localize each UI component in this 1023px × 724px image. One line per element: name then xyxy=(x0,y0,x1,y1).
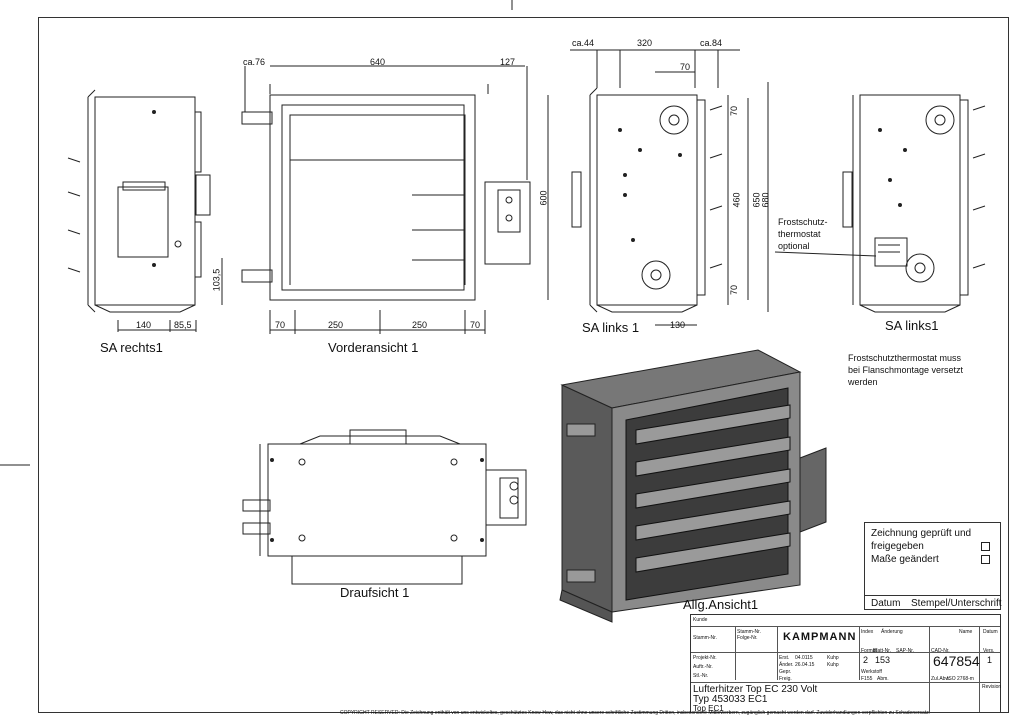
dim-250: 250 xyxy=(328,320,344,330)
tb-gepr: Gepr. xyxy=(779,669,792,675)
tb-cad-label: CAD-Nr. xyxy=(931,648,950,654)
view-label-sa-rechts: SA rechts1 xyxy=(100,340,163,355)
dim-70-top: 70 xyxy=(680,62,691,72)
frostschutz-callout: Frostschutz- thermostat optional xyxy=(778,217,828,251)
approved-checkbox[interactable] xyxy=(981,542,990,551)
tb-freig: Freig. xyxy=(779,676,792,682)
tb-sap-label: SAP-Nr. xyxy=(896,648,915,654)
dim-130: 130 xyxy=(670,320,686,330)
dim-70-b: 70 xyxy=(729,284,740,296)
approval-line2: freigegeben xyxy=(871,541,924,552)
tb-vers-label: Vers. xyxy=(983,648,995,654)
dim-140: 140 xyxy=(136,320,152,330)
tb-aenderung: Änderung xyxy=(881,629,903,635)
title-line-1: Lufterhitzer Top EC 230 Volt xyxy=(693,684,818,695)
tb-format-label: Format xyxy=(861,648,877,654)
vorderansicht-view xyxy=(241,65,549,334)
tb-stamm2: Stamm-Nr. xyxy=(737,629,761,635)
tb-revision-label: Revision xyxy=(982,684,1002,690)
tb-revision: 1 xyxy=(987,655,993,665)
view-label-draufsicht: Draufsicht 1 xyxy=(340,585,410,600)
dim-ca76: ca.76 xyxy=(243,57,266,67)
allg-ansicht-view xyxy=(559,349,827,623)
tb-stl: Stl.-Nr. xyxy=(693,673,709,679)
dim-127: 127 xyxy=(500,57,516,67)
view-label-sa-links: SA links 1 xyxy=(582,320,640,335)
tb-datum: Datum xyxy=(983,629,998,635)
tb-sheet: 2 xyxy=(863,655,869,665)
dim-70-c: 70 xyxy=(275,320,286,330)
tb-name-2: Kuhp xyxy=(827,662,839,668)
tb-format: 153 xyxy=(875,655,891,665)
tb-stamm: Stamm-Nr. xyxy=(693,635,717,641)
dim-103-5: 103,5 xyxy=(211,268,222,292)
dim-ca84: ca.84 xyxy=(700,38,723,48)
tb-werkstoff: Werkstoff xyxy=(861,669,882,675)
view-label-vorderansicht: Vorderansicht 1 xyxy=(328,340,419,355)
tb-projekt: Projekt-Nr. xyxy=(693,655,717,661)
tb-folge: Folge-Nr. xyxy=(737,635,758,641)
approval-date-label: Datum xyxy=(871,598,901,609)
brand-logo: KAMPMANN xyxy=(783,631,857,643)
approval-line1: Zeichnung geprüft und xyxy=(871,528,972,539)
tb-auftr: Auftr.-Nr. xyxy=(693,664,713,670)
title-line-3: Top EC1 xyxy=(693,704,724,713)
dimensions-changed-checkbox[interactable] xyxy=(981,555,990,564)
tb-f155: F155 xyxy=(861,676,873,682)
tb-date-1: 04.0115 xyxy=(795,655,813,661)
sa-links2-view xyxy=(774,94,986,313)
dim-680: 680 xyxy=(760,192,771,208)
drawing-frame xyxy=(38,17,1009,713)
mounting-note: Frostschutzthermostat muss bei Flanschmo… xyxy=(848,353,964,387)
dim-460: 460 xyxy=(731,192,742,208)
tb-date-2: 26.04.15 xyxy=(795,662,815,668)
dim-85-5: 85,5 xyxy=(174,320,192,330)
dim-640: 640 xyxy=(370,57,386,67)
view-label-allg-ansicht: Allg.Ansicht1 xyxy=(683,597,759,612)
tb-blatt-label: Blatt-Nr. xyxy=(873,648,892,654)
approval-stamp-label: Stempel/Unterschrift xyxy=(911,598,1002,609)
dim-70-a: 70 xyxy=(729,105,740,117)
dim-70-d: 70 xyxy=(470,320,481,330)
tb-abm: Abm. xyxy=(877,676,889,682)
dim-250b: 250 xyxy=(412,320,428,330)
title-block: Kunde Stamm-Nr. Stamm-Nr. Folge-Nr. Proj… xyxy=(690,614,1001,713)
sa-links-view xyxy=(570,49,769,326)
tb-erst: Erst. xyxy=(779,655,790,661)
view-label-sa-links2: SA links1 xyxy=(885,318,939,333)
copyright-notice: COPYRIGHT RESERVED: Die Zeichnung enthäl… xyxy=(340,710,931,716)
dim-600: 600 xyxy=(538,190,549,206)
approval-line3: Maße geändert xyxy=(871,554,939,565)
sa-rechts-view xyxy=(67,89,223,332)
approval-box: Zeichnung geprüft und freigegeben Maße g… xyxy=(864,522,1002,610)
tb-name: Name xyxy=(959,629,973,635)
tb-iso: ISO 2768-m xyxy=(947,676,974,682)
dim-320: 320 xyxy=(637,38,653,48)
draufsicht-view xyxy=(242,429,527,585)
tb-index: Index xyxy=(861,629,874,635)
tb-name-1: Kuhp xyxy=(827,655,839,661)
tb-zul: Zul.Abw. xyxy=(931,676,951,682)
title-line-2: Typ 453033 EC1 xyxy=(693,694,768,705)
tb-kunde: Kunde xyxy=(693,617,708,623)
tb-aender: Änder. xyxy=(779,662,794,668)
drawing-number: 647854 xyxy=(933,653,980,669)
dim-ca44: ca.44 xyxy=(572,38,595,48)
